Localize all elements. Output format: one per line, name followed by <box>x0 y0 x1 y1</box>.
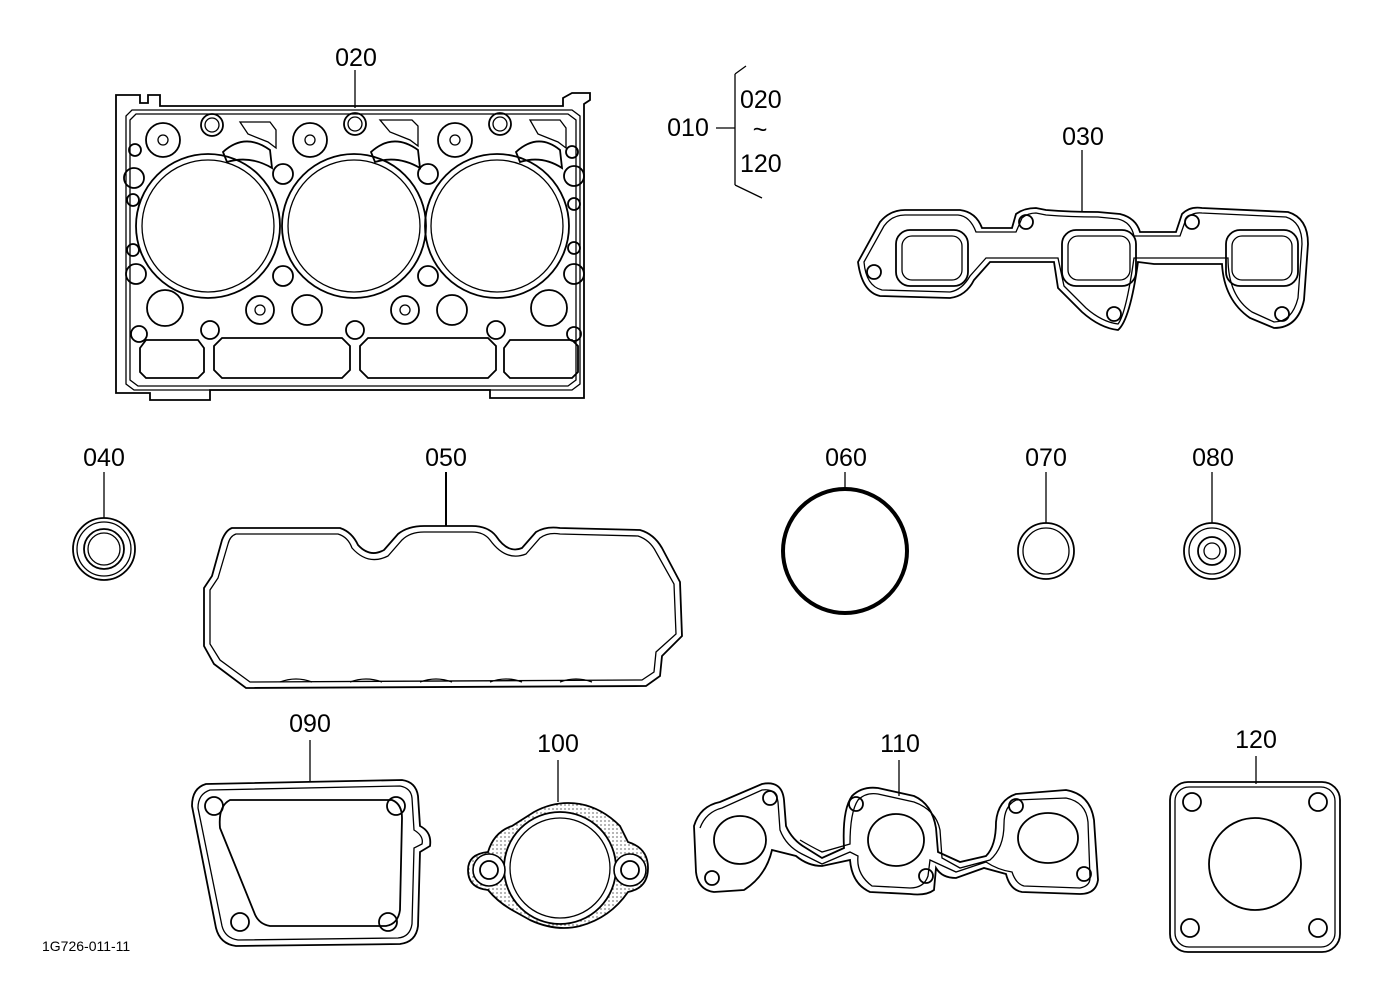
part-040-seal[interactable] <box>72 517 136 581</box>
part-070-ring[interactable] <box>1017 522 1075 580</box>
kit-range-sep: ~ <box>753 116 768 144</box>
kit-range-start: 020 <box>740 86 782 114</box>
part-100-flange-gasket[interactable] <box>467 802 649 929</box>
part-060-o-ring[interactable] <box>781 487 909 615</box>
part-090-gasket[interactable] <box>191 779 432 947</box>
bore-2 <box>281 153 427 299</box>
label-080[interactable]: 080 <box>1192 444 1234 472</box>
label-060[interactable]: 060 <box>825 444 867 472</box>
part-120-square-gasket[interactable] <box>1169 781 1341 953</box>
part-110-exhaust-gasket[interactable] <box>693 782 1099 896</box>
part-030-manifold-gasket[interactable] <box>857 206 1309 331</box>
label-030[interactable]: 030 <box>1062 123 1104 151</box>
label-070[interactable]: 070 <box>1025 444 1067 472</box>
gasket-crescents <box>221 119 567 170</box>
kit-bracket: 010 020 ~ 120 <box>667 65 782 199</box>
kit-range-end: 120 <box>740 150 782 178</box>
bore-3 <box>424 153 570 299</box>
label-020[interactable]: 020 <box>335 44 377 72</box>
part-080-seal[interactable] <box>1183 522 1241 580</box>
label-110[interactable]: 110 <box>880 730 920 758</box>
gasket-holes <box>123 112 585 343</box>
label-050[interactable]: 050 <box>425 444 467 472</box>
figure-code: 1G726-011-11 <box>42 938 130 954</box>
bore-1 <box>135 153 281 299</box>
label-010[interactable]: 010 <box>667 114 709 142</box>
label-120[interactable]: 120 <box>1235 726 1277 754</box>
label-040[interactable]: 040 <box>83 444 125 472</box>
gasket-slots <box>139 337 579 379</box>
label-100[interactable]: 100 <box>537 730 579 758</box>
part-050-cover-gasket[interactable] <box>203 525 683 689</box>
label-090[interactable]: 090 <box>289 710 331 738</box>
part-020-head-gasket[interactable] <box>115 92 591 401</box>
